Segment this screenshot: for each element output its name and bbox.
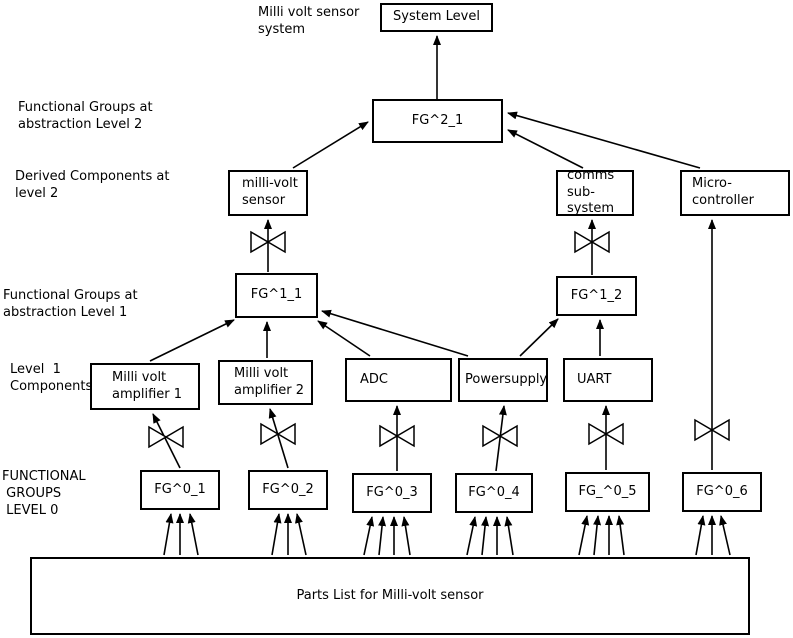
adc-node: ADC [345,358,452,402]
functional-groups-level1-label: Functional Groups at abstraction Level 1 [3,288,138,320]
fg2-1-node: FG^2_1 [372,99,503,143]
functional-groups-level2-label: Functional Groups at abstraction Level 2 [18,100,153,132]
level1-components-label: Level 1 Components [10,362,93,394]
functional-groups-level0-label: FUNCTIONAL GROUPS LEVEL 0 [2,469,86,518]
powersupply-node: Powersupply [458,358,548,402]
uart-node: UART [563,358,653,402]
parts-list-node: Parts List for Milli-volt sensor [30,557,750,635]
system-level-node: System Level [380,3,493,32]
system-note-label: Milli volt sensor system [258,5,360,37]
hierarchy-arrows [149,35,716,472]
amplifier2-node: Milli volt amplifier 2 [218,360,313,405]
parts-list-arrows [163,513,731,556]
millivolt-sensor-node: milli-volt sensor [228,170,308,216]
amplifier1-node: Milli volt amplifier 1 [90,363,200,410]
fg1-2-node: FG^1_2 [556,276,637,316]
comms-subsystem-node: comms sub-system [556,168,634,216]
fg1-1-node: FG^1_1 [235,273,318,318]
derived-components-level2-label: Derived Components at level 2 [15,169,170,201]
fg0-2-node: FG^0_2 [248,470,328,510]
fg0-1-node: FG^0_1 [140,470,220,510]
bowtie-icons [148,231,730,448]
microcontroller-node: Micro- controller [680,170,790,216]
bowtie-icon [148,426,184,448]
fg0-4-node: FG^0_4 [455,473,533,513]
fg0-6-node: FG^0_6 [682,472,762,512]
fg0-3-node: FG^0_3 [352,473,432,513]
bowtie-icon [260,423,296,445]
fg0-5-node: FG_^0_5 [565,472,650,512]
